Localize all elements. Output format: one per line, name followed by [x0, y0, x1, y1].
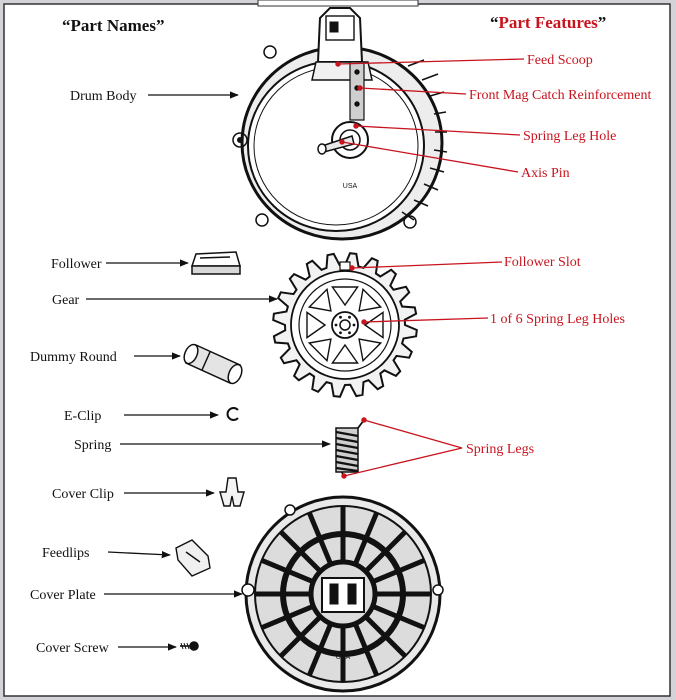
gear-window — [307, 338, 332, 363]
heading-part-names: “Part Names” — [62, 16, 164, 35]
feedlips-drawing — [175, 539, 211, 577]
label-cover-clip: Cover Clip — [52, 487, 114, 502]
gear-drawing — [272, 252, 418, 398]
line-spring-leg-holes — [361, 317, 489, 325]
heading-part-features: “Part Features” — [490, 13, 606, 32]
label-e-clip: E-Clip — [64, 409, 101, 424]
top-tab — [257, 0, 419, 7]
name-arrows — [86, 91, 331, 651]
line-spring-leg-top — [361, 417, 463, 449]
follower-drawing — [190, 251, 241, 275]
gear-window — [363, 311, 384, 339]
gear-spring-leg-hole — [352, 323, 356, 327]
cover-spoke — [306, 622, 334, 677]
cover-spoke — [279, 614, 323, 658]
label-feedlips: Feedlips — [42, 546, 89, 561]
label-drum-body: Drum Body — [70, 89, 137, 104]
gear-window — [307, 287, 332, 312]
spring-drawing — [335, 419, 365, 479]
label-feed-scoop: Feed Scoop — [527, 53, 593, 68]
cover-spoke — [306, 511, 334, 566]
dummy-round-drawing — [183, 343, 243, 385]
cover-spoke — [363, 614, 407, 658]
cover-spoke — [260, 557, 315, 585]
line-front-mag-catch — [357, 85, 467, 95]
label-cover-screw: Cover Screw — [36, 641, 110, 656]
cover-screw-drawing — [180, 641, 199, 651]
line-spring-leg-hole — [353, 123, 521, 136]
gear-window — [331, 286, 359, 307]
arrow-feedlips — [107, 550, 171, 559]
line-spring-leg-bottom — [341, 447, 463, 479]
line-follower-slot — [349, 261, 503, 271]
feature-lines — [335, 58, 525, 479]
cover-spoke — [371, 557, 426, 585]
e-clip-drawing — [226, 407, 239, 421]
label-gear: Gear — [52, 293, 80, 308]
gear-spring-leg-hole — [348, 315, 351, 319]
cover-spoke — [279, 530, 323, 574]
line-axis-pin — [339, 139, 519, 173]
label-follower-slot: Follower Slot — [504, 255, 581, 270]
cover-clip-drawing — [219, 477, 245, 507]
gear-spring-leg-hole — [339, 331, 342, 335]
label-dummy-round: Dummy Round — [30, 350, 117, 365]
label-axis-pin: Axis Pin — [521, 166, 570, 181]
gear-spring-leg-hole — [339, 315, 342, 319]
label-spring-leg-hole: Spring Leg Hole — [523, 129, 616, 144]
label-follower: Follower — [51, 257, 102, 272]
gear-window — [331, 343, 359, 364]
label-spring-leg-holes: 1 of 6 Spring Leg Holes — [490, 312, 625, 327]
cover-spoke — [352, 511, 380, 566]
cover-spoke — [260, 603, 315, 631]
cover-spoke — [371, 603, 426, 631]
gear-spring-leg-hole — [334, 323, 338, 327]
line-feed-scoop — [335, 58, 525, 67]
gear-spring-leg-hole — [348, 331, 351, 335]
cover-usa-stamp: USA — [336, 654, 351, 661]
label-spring-legs: Spring Legs — [466, 442, 534, 457]
label-front-mag-catch: Front Mag Catch Reinforcement — [469, 88, 651, 103]
cover-spoke — [352, 622, 380, 677]
gear-window — [358, 338, 383, 363]
label-spring: Spring — [74, 438, 111, 453]
gear-window — [358, 287, 383, 312]
gear-window — [306, 311, 327, 339]
cover-spoke — [363, 530, 407, 574]
label-cover-plate: Cover Plate — [30, 588, 96, 603]
cover-plate-drawing — [241, 495, 444, 693]
drum-usa-stamp: USA — [343, 183, 358, 190]
